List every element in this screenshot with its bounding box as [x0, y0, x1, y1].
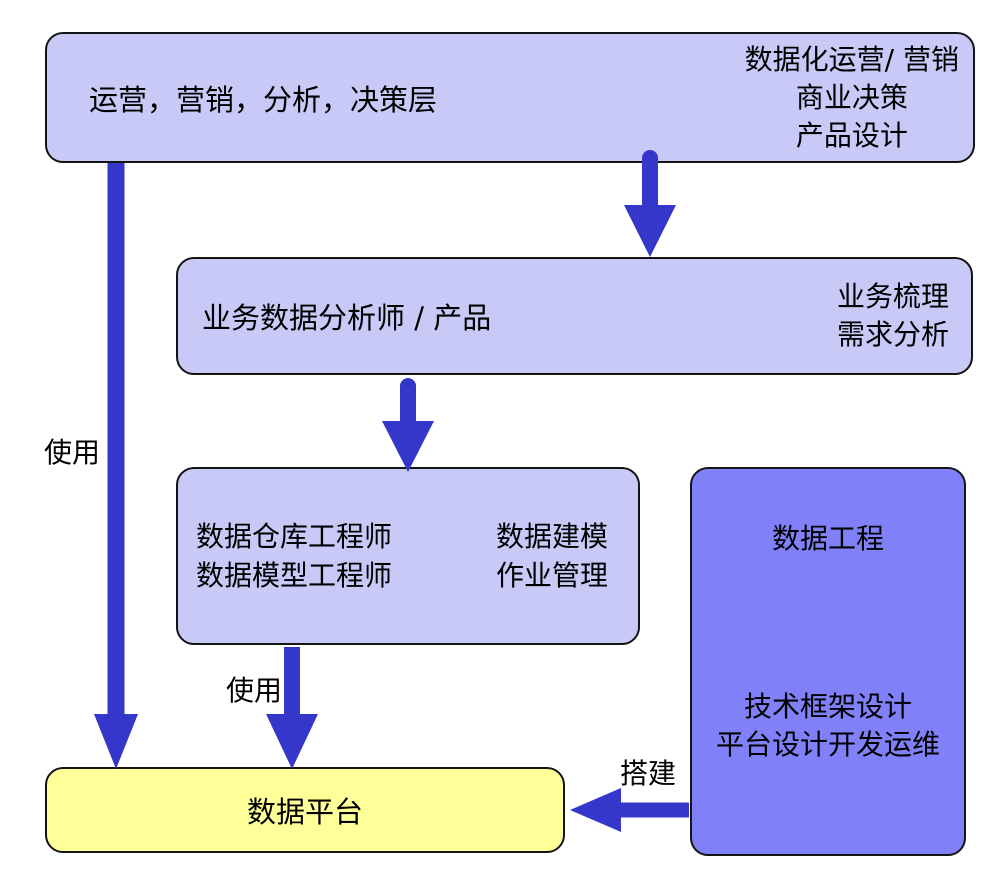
box-data-platform: 数据平台: [45, 767, 565, 853]
arrow-business-to-analyst: [624, 150, 676, 257]
box-warehouse-engineers: 数据仓库工程师 数据模型工程师 数据建模 作业管理: [176, 467, 640, 645]
label-use-left: 使用: [44, 436, 101, 469]
arrow-head: [94, 714, 138, 769]
task-line: 技术框架设计: [743, 690, 912, 723]
arrow-head: [382, 421, 434, 472]
arrow-head: [266, 714, 318, 769]
label-build: 搭建: [620, 757, 677, 790]
task-line: 数据建模: [496, 520, 609, 553]
data-engineering-title: 数据工程: [771, 522, 884, 555]
box-analyst: 业务数据分析师 / 产品 业务梳理 需求分析: [176, 257, 973, 375]
box-data-engineering: 数据工程 技术框架设计 平台设计开发运维: [690, 467, 966, 856]
task-line: 产品设计: [795, 118, 908, 152]
business-layer-role: 运营，营销，分析，决策层: [89, 82, 438, 117]
warehouse-roles: 数据仓库工程师 数据模型工程师: [196, 469, 392, 643]
task-line: 平台设计开发运维: [715, 728, 940, 761]
arrow-engineering-to-platform: [570, 788, 689, 832]
analyst-role: 业务数据分析师 / 产品: [202, 301, 492, 335]
task-line: 业务梳理: [836, 280, 949, 313]
label-use-middle: 使用: [226, 674, 283, 707]
arrow-analyst-to-warehouse: [382, 378, 434, 472]
analyst-tasks: 业务梳理 需求分析: [837, 259, 949, 373]
arrow-business-to-platform: [94, 163, 138, 769]
task-line: 作业管理: [496, 559, 609, 592]
data-platform-title: 数据平台: [246, 795, 363, 829]
arrow-head: [570, 788, 621, 832]
role-line: 数据模型工程师: [196, 559, 393, 592]
role-line: 数据仓库工程师: [196, 520, 393, 553]
warehouse-tasks: 数据建模 作业管理: [496, 469, 608, 643]
business-layer-tasks: 数据化运营/ 营销 商业决策 产品设计: [745, 34, 959, 161]
box-business-layer: 运营，营销，分析，决策层 数据化运营/ 营销 商业决策 产品设计: [45, 32, 975, 163]
task-line: 需求分析: [836, 318, 949, 351]
arrow-head: [624, 205, 676, 257]
data-engineering-tasks: 技术框架设计 平台设计开发运维: [692, 688, 964, 764]
task-line: 数据化运营/ 营销: [744, 42, 959, 76]
task-line: 商业决策: [795, 80, 908, 114]
